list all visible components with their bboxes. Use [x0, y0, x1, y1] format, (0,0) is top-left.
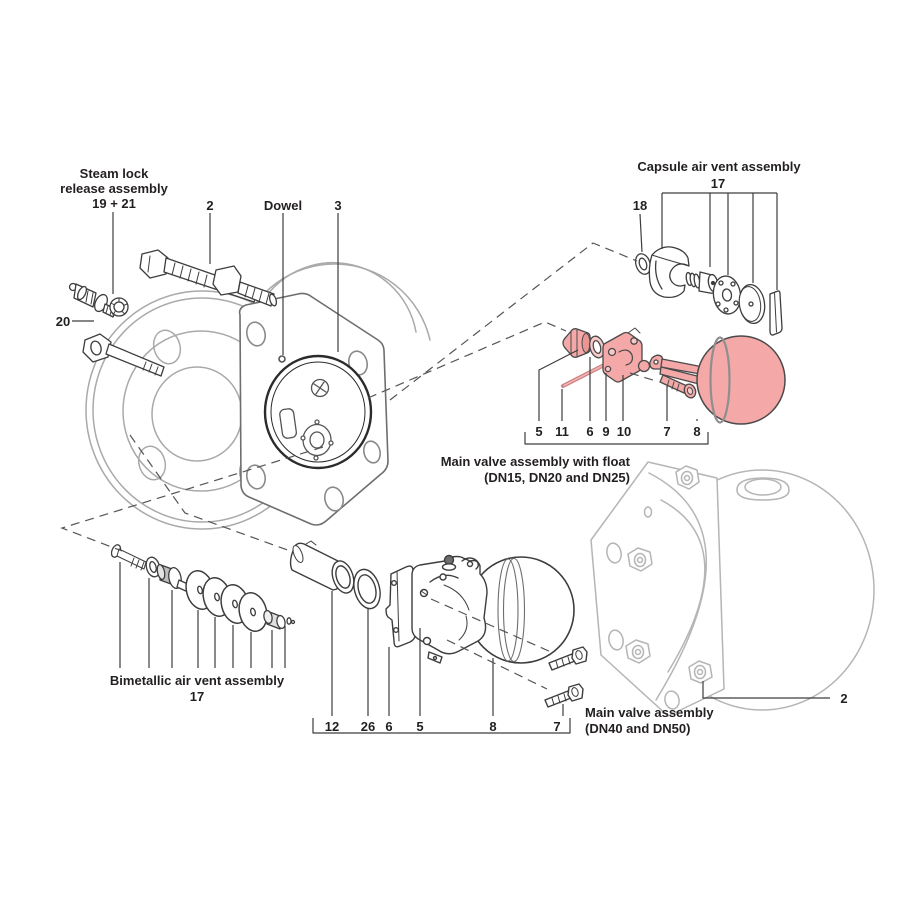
float-assembly-caption-line2: (DN15, DN20 and DN25) [484, 470, 630, 485]
plate-hole [245, 321, 267, 347]
dn40-part-number-5: 5 [416, 719, 424, 734]
axis-to-float-assembly [367, 321, 567, 399]
center-boss-bore [309, 431, 325, 449]
float-seam [709, 336, 731, 424]
plate-boss-arc [648, 472, 707, 701]
boss-hole [328, 440, 334, 446]
part-number-2-right: 2 [840, 691, 848, 706]
bimetallic-leaders [119, 562, 286, 668]
float-part-number-8: 8 [693, 424, 701, 439]
float-part-number-5: 5 [535, 424, 543, 439]
plate-hole [608, 629, 624, 651]
dn40-assembly-caption-line1: Main valve assembly [585, 705, 714, 720]
plate-boss-arc-inner [660, 499, 706, 673]
bolt2-tip [268, 293, 278, 307]
part-number-2-top: 2 [206, 198, 214, 213]
float-part-number-9: 9 [602, 424, 610, 439]
star-washer-hole [113, 301, 125, 313]
dn40-num-leaders [331, 591, 564, 716]
gasket-plate-6 [385, 565, 417, 648]
cover-nut [688, 660, 713, 684]
part-number-18: 18 [632, 198, 648, 213]
valve-ball [637, 359, 651, 373]
boss-hole [300, 435, 306, 441]
dashed-connector-lines [60, 242, 657, 690]
float-seam [502, 557, 526, 663]
plate-slot [279, 408, 298, 439]
axis-to-capsule-vent [389, 242, 638, 401]
dn40-part-number-12: 12 [324, 719, 340, 734]
axis-dn40-bolt-b [446, 639, 548, 690]
bolt-7b [544, 683, 584, 708]
leader-lines [72, 192, 830, 734]
axis-to-dn40-assembly [129, 434, 294, 553]
part-number-20: 20 [55, 314, 71, 329]
cover-screw-cross [313, 381, 327, 395]
bimetallic-air-vent-drawing [110, 544, 296, 632]
plate-hole [606, 542, 622, 564]
plate-hole [245, 464, 267, 490]
flange-hole [137, 445, 167, 481]
steam-lock-title-line2: release assembly [60, 181, 168, 196]
dn40-bracket [312, 718, 571, 734]
float-assembly-highlighted-drawing [561, 327, 786, 425]
dn40-assembly-caption-line2: (DN40 and DN50) [585, 721, 691, 736]
steam-lock-part-numbers: 19 + 21 [92, 196, 136, 211]
bimetallic-assembly-title: Bimetallic air vent assembly [109, 673, 285, 688]
float-seam [497, 558, 519, 662]
float-part-number-11: 11 [555, 424, 569, 439]
star-washer-teeth [110, 298, 128, 316]
cover-nut [625, 639, 651, 664]
capsule-17-bracket [661, 192, 778, 290]
end-pin [286, 617, 292, 625]
bolt2-head [139, 249, 169, 279]
cover-plate-drawing [238, 292, 389, 526]
dowel-hole [278, 355, 286, 363]
float-part-number-6: 6 [586, 424, 594, 439]
dowel-label: Dowel [263, 198, 303, 213]
float-ball-highlighted [696, 335, 786, 425]
float-num-leaders [538, 349, 698, 421]
cover-nut [675, 465, 700, 490]
cover-nut [627, 547, 653, 572]
capsule-part-number-17: 17 [710, 176, 726, 191]
bolt-7a [548, 646, 588, 671]
plate-hole [664, 690, 680, 710]
capsule-assembly-title: Capsule air vent assembly [637, 159, 801, 174]
leader-2-right [702, 681, 830, 699]
capsule-air-vent-drawing [634, 246, 783, 336]
dn40-main-valve-drawing [289, 540, 588, 708]
plate-hole [323, 486, 345, 512]
screw-shaft [116, 548, 147, 570]
bolt2-mid-nut [212, 265, 242, 296]
axis-dn40-bolt-a [430, 598, 552, 653]
float-bracket [524, 432, 709, 445]
dn40-part-number-26: 26 [360, 719, 376, 734]
float-part-number-10: 10 [616, 424, 632, 439]
bimetallic-part-number-17: 17 [189, 689, 205, 704]
dn40-part-number-7: 7 [553, 719, 561, 734]
steam-lock-title-line1: Steam lock [79, 166, 149, 181]
boss-hole [314, 419, 320, 425]
axis-to-bimetallic [60, 446, 324, 552]
leader-18 [639, 213, 643, 253]
flange-hole [152, 329, 182, 365]
dn40-part-number-6: 6 [385, 719, 393, 734]
plate-small-hole [643, 506, 653, 518]
boss-hole [313, 455, 319, 461]
dn40-part-number-8: 8 [489, 719, 497, 734]
float-part-number-7: 7 [663, 424, 671, 439]
steam-lock-release-drawing [68, 249, 278, 377]
plate-hole [362, 440, 382, 464]
lower-bolt-shaft [105, 343, 165, 377]
trap-cover-body-drawing [590, 461, 875, 717]
part-number-3: 3 [334, 198, 342, 213]
axis-float-lever [629, 372, 657, 382]
float-assembly-caption-line1: Main valve assembly with float [440, 454, 630, 469]
